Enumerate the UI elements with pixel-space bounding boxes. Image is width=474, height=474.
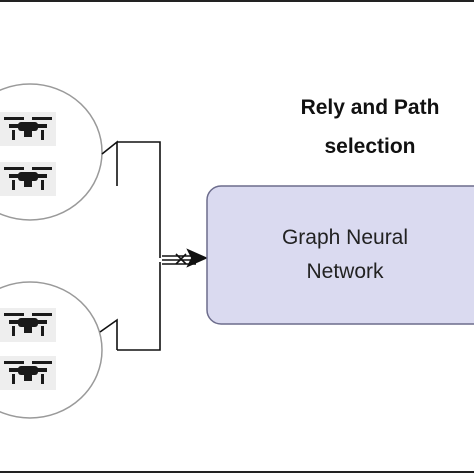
drone-icon bbox=[0, 112, 56, 146]
drone-icon bbox=[0, 162, 56, 196]
diagram-title-line-2: selection bbox=[324, 135, 416, 158]
drone-group-bottom bbox=[0, 281, 103, 419]
diagram-title-line-1: Rely and Path bbox=[300, 96, 440, 119]
drone-icon bbox=[0, 356, 56, 390]
input-arrows bbox=[162, 248, 208, 268]
drone-group-top-ellipse bbox=[0, 83, 103, 221]
gnn-node-label-line-1: Graph Neural bbox=[281, 226, 409, 249]
drone-group-top bbox=[0, 83, 103, 221]
drone-group-bottom-ellipse bbox=[0, 281, 103, 419]
gnn-node-label-line-2: Network bbox=[306, 260, 384, 283]
drone-icon bbox=[0, 308, 56, 342]
arrowhead bbox=[186, 248, 208, 268]
gnn-node-box bbox=[206, 185, 474, 325]
connector-top bbox=[101, 140, 161, 258]
connector-bottom bbox=[99, 262, 161, 351]
